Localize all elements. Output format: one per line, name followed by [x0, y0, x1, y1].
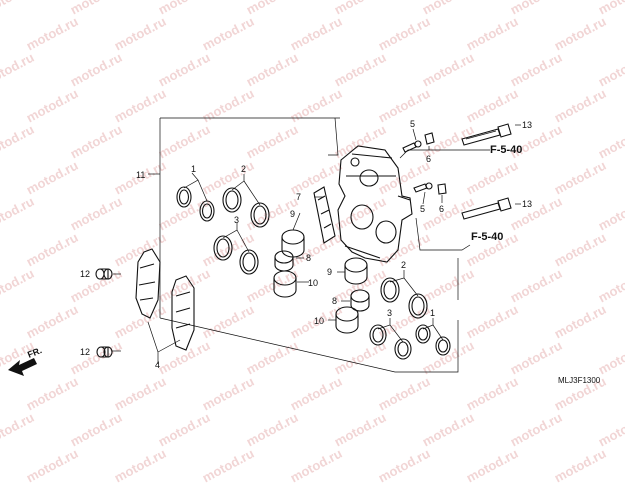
callout-13: 13 — [522, 199, 532, 209]
callout-6: 6 — [426, 154, 431, 164]
piston-10-right — [335, 306, 359, 334]
brake-pad-outer — [135, 248, 161, 319]
callout-13: 13 — [522, 120, 532, 130]
callout-3: 3 — [387, 308, 392, 318]
leader-lines — [112, 117, 521, 364]
seal-2-top — [222, 187, 270, 228]
callout-11: 11 — [136, 170, 145, 180]
piston-8-right — [350, 289, 370, 312]
seal-2-bottom — [380, 277, 428, 319]
callout-9: 9 — [327, 267, 332, 277]
brake-pad-inner — [171, 275, 195, 351]
callout-3: 3 — [234, 215, 239, 225]
callout-10: 10 — [308, 278, 318, 288]
callout-2: 2 — [241, 164, 246, 174]
diagram-code: MLJ3F1300 — [558, 376, 601, 385]
callout-7: 7 — [296, 192, 301, 202]
callout-5: 5 — [420, 204, 425, 214]
mounting-bolt-13-top — [461, 123, 512, 146]
mounting-bolt-13-bottom — [461, 197, 512, 220]
assembly-frame — [159, 117, 459, 373]
bleeder-valve-5-top — [402, 140, 422, 153]
seal-3-top — [213, 235, 259, 275]
caliper-body — [337, 145, 413, 263]
exploded-view — [8, 117, 521, 376]
label-layer: 1 2 3 11 7 9 8 10 9 8 10 2 3 1 5 6 5 6 1… — [26, 119, 601, 385]
callout-1: 1 — [430, 308, 435, 318]
pad-pin-12-bottom — [96, 346, 113, 358]
reference-f-5-40: F-5-40 — [471, 231, 503, 243]
callout-2: 2 — [401, 260, 406, 270]
callout-5: 5 — [410, 119, 415, 129]
callout-8: 8 — [332, 296, 337, 306]
bleeder-cap-6-bottom — [437, 183, 447, 195]
pad-pin-12-top — [95, 268, 113, 280]
callout-6: 6 — [439, 204, 444, 214]
callout-10: 10 — [314, 316, 324, 326]
piston-9-right — [344, 257, 368, 285]
callout-12: 12 — [80, 269, 90, 279]
callout-4: 4 — [155, 360, 160, 370]
bleeder-cap-6-top — [424, 132, 435, 145]
piston-10-left — [273, 270, 297, 298]
reference-f-5-40: F-5-40 — [490, 144, 522, 156]
callout-8: 8 — [306, 253, 311, 263]
pad-spring-7 — [313, 186, 336, 244]
callout-1: 1 — [191, 164, 196, 174]
front-label: FR. — [26, 345, 43, 360]
bleeder-valve-5-bottom — [413, 182, 433, 193]
front-direction-arrow — [8, 358, 37, 376]
callout-9: 9 — [290, 209, 295, 219]
callout-12: 12 — [80, 347, 90, 357]
